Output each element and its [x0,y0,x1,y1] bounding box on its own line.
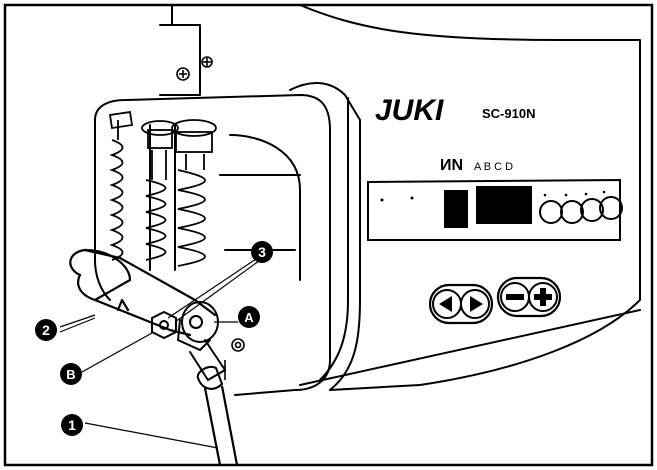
right-triangle [470,296,483,312]
dot-indicator [380,198,384,202]
joint-a [176,301,227,390]
plus-button[interactable] [528,282,558,312]
led-dots [543,190,606,197]
svg-text:A: A [244,310,254,325]
model-label: SC-910N [482,106,535,121]
digit-display-1 [444,190,468,228]
top-screws [176,56,213,81]
plusminus-button-frame [496,276,562,318]
svg-text:3: 3 [258,244,266,260]
left-triangle [439,296,452,312]
control-panel: JUKI SC-910N ИN A B C D [367,94,623,325]
dot-indicator [410,196,414,200]
tension-springs [141,119,217,267]
svg-text:2: 2 [42,322,50,338]
callout-a: A [238,306,260,328]
mode-label: ИN [440,157,463,174]
tension-spring-left [108,110,134,261]
callout-two: 2 [35,319,57,341]
led-indicator-icon [560,200,584,224]
left-arrow-button[interactable] [432,289,462,319]
mode-letters: A B C D [474,161,513,173]
led-indicator-icon [580,198,604,222]
brand-logo: JUKI [375,94,444,127]
led-indicator-icon [599,196,623,220]
led-indicators [539,196,623,224]
right-arrow-button[interactable] [460,289,490,319]
rod [203,385,239,466]
display-window [367,178,621,241]
nut-b [151,310,177,340]
machine-head [159,4,641,391]
minus-glyph [506,294,524,300]
callout-one: 1 [61,414,83,436]
callout-b: B [60,363,82,385]
minus-button[interactable] [500,282,530,312]
plus-glyph-v [540,288,546,306]
frame-border [3,3,654,467]
svg-text:B: B [66,367,75,382]
svg-text:1: 1 [68,417,76,433]
callout-three: 3 [251,241,273,263]
arrow-buttons [428,276,562,325]
arrow-button-frame [428,283,494,325]
head-screw [224,338,245,380]
digit-display-2 [476,186,532,224]
lifting-lever [69,248,217,337]
leader-lines [59,254,264,449]
